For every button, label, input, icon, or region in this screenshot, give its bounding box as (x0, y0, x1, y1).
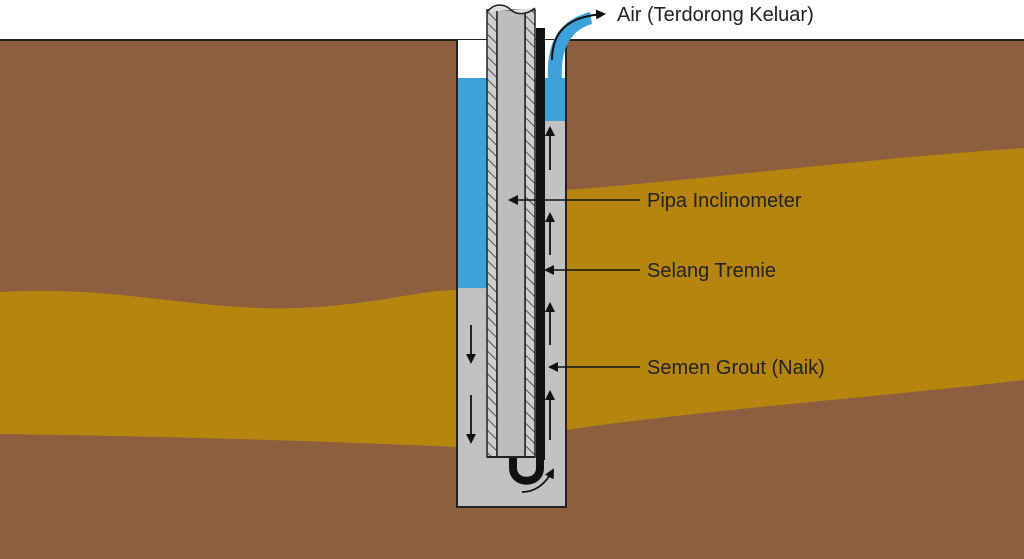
grout-curve-arrow (521, 468, 554, 493)
label-pipe: Pipa Inclinometer (647, 190, 802, 212)
water-left (458, 78, 488, 288)
inclinometer-pipe-wall-right (524, 9, 536, 458)
pipe-break-top (486, 4, 536, 15)
tremie-hose (536, 28, 545, 460)
inclinometer-pipe-inner (496, 9, 526, 458)
label-grout: Semen Grout (Naik) (647, 357, 825, 379)
water-outflow (547, 12, 592, 80)
inclinometer-pipe-wall-left (486, 9, 498, 458)
tremie-u-bend (509, 458, 544, 485)
sand-layer-left (0, 290, 457, 447)
label-water-out: Air (Terdorong Keluar) (617, 4, 814, 26)
sand-layer-right (566, 148, 1024, 430)
label-tremie: Selang Tremie (647, 260, 776, 282)
outflow-arrow (551, 9, 606, 61)
